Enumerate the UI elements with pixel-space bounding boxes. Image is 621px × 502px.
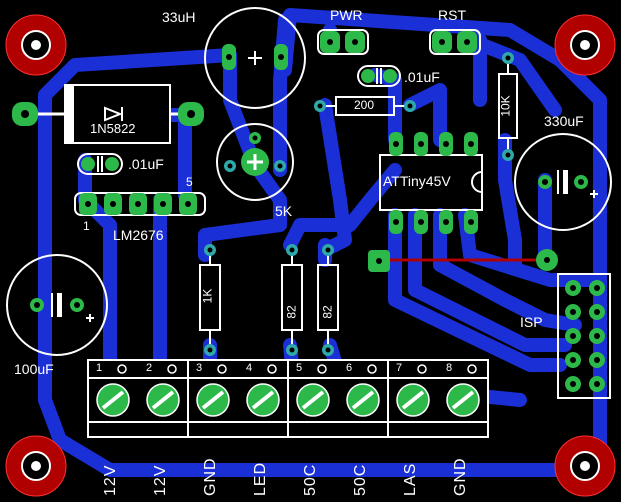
terminal-pin-number: 2 (146, 362, 153, 374)
resistor-200 (314, 96, 416, 116)
terminal-screw (146, 364, 180, 417)
trimmer-label: 5K (275, 203, 293, 219)
regulator-label: LM2676 (113, 227, 164, 243)
terminal-pin-number: 1 (96, 362, 103, 374)
resistor-10k (498, 52, 518, 161)
terminal-label: 12V (102, 464, 119, 496)
terminal-label: 50C (302, 463, 319, 496)
terminal-pin-number: 7 (396, 362, 403, 374)
regulator-pins (74, 192, 206, 216)
jumper-pads (368, 249, 558, 272)
reg-pin5-label: 5 (186, 175, 193, 189)
header-isp (557, 273, 611, 399)
cap-small-top-label: .01uF (404, 69, 440, 85)
terminal-screw (296, 364, 330, 417)
cap-100uf (6, 254, 108, 356)
terminal-label: 50C (352, 463, 369, 496)
terminal-label: LED (252, 461, 269, 496)
resistor-82a-label: 82 (284, 305, 299, 319)
resistor-82-b (317, 244, 339, 356)
inductor-label: 33uH (162, 9, 196, 25)
cap-330uf (514, 133, 612, 231)
diode-label: 1N5822 (90, 121, 136, 136)
terminal-label: GND (452, 457, 469, 496)
resistor-82-a (281, 244, 303, 356)
cap-small-left (77, 153, 123, 175)
resistor-1k-label: 1K (200, 288, 215, 304)
mcu-attiny (379, 132, 483, 234)
cap-small-top (357, 65, 401, 87)
trimmer-pot (216, 123, 294, 201)
cap-330uf-label: 330uF (544, 113, 584, 129)
terminal-pin-number: 6 (346, 362, 353, 374)
resistor-200-label: 200 (354, 98, 375, 112)
resistor-10k-label: 10K (498, 95, 513, 117)
screw-terminal (87, 359, 489, 438)
header-rst (429, 29, 481, 55)
inductor-outline (204, 7, 306, 109)
terminal-screw (396, 364, 430, 417)
mount-hole-bottom-right (554, 435, 616, 497)
resistor-1k (199, 244, 221, 356)
terminal-screw (96, 364, 130, 417)
mount-hole-top-left (5, 14, 67, 76)
terminal-pin-number: 3 (196, 362, 203, 374)
terminal-pin-number: 8 (446, 362, 453, 374)
terminal-label: LAS (402, 462, 419, 496)
terminal-screw (346, 364, 380, 417)
resistor-82b-label: 82 (320, 305, 335, 319)
terminal-screw (196, 364, 230, 417)
header-pwr (317, 29, 369, 55)
cap-100uf-label: 100uF (14, 361, 54, 377)
mcu-label: ATTiny45V (383, 173, 451, 189)
mount-hole-top-right (554, 14, 616, 76)
cap-small-left-label: .01uF (128, 156, 164, 172)
terminal-screw (246, 364, 280, 417)
diode-outline (12, 84, 204, 144)
mounting-holes (5, 14, 616, 497)
reg-pin1-label: 1 (83, 219, 90, 233)
terminal-label: 12V (152, 464, 169, 496)
terminal-screw (446, 364, 480, 417)
terminal-pin-number: 5 (296, 362, 303, 374)
isp-label: ISP (520, 314, 543, 330)
pwr-label: PWR (330, 7, 363, 23)
terminal-pin-number: 4 (246, 362, 253, 374)
terminal-label: GND (202, 457, 219, 496)
mount-hole-bottom-left (5, 435, 67, 497)
rst-label: RST (438, 7, 466, 23)
